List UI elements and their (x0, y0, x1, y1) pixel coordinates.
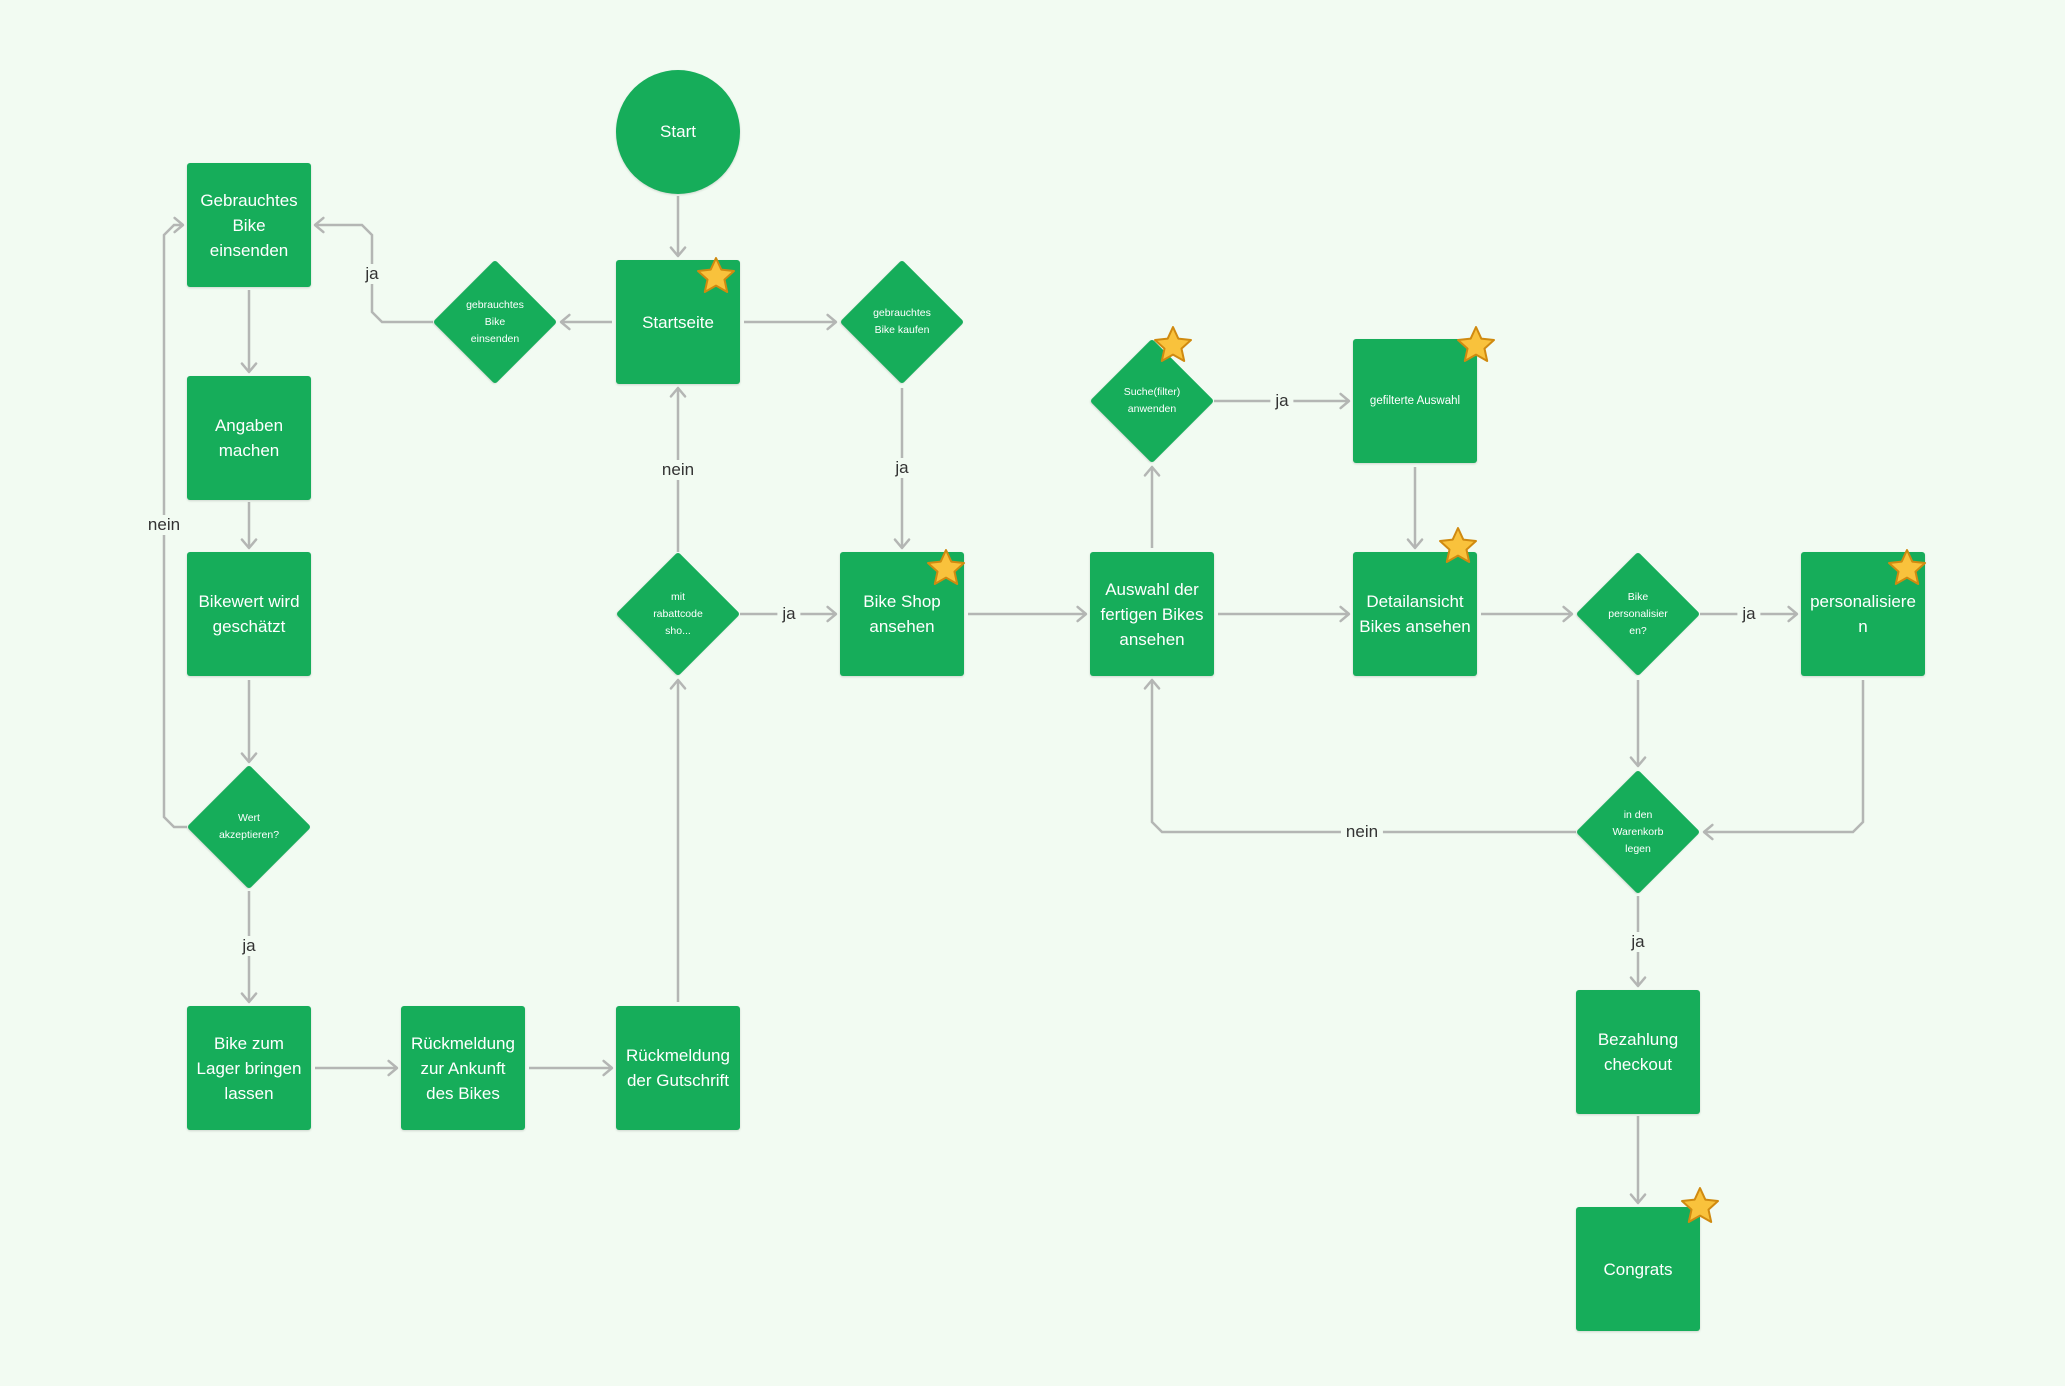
congrats-node[interactable]: Congrats (1576, 1207, 1700, 1331)
edge-label-kaufen-ja: ja (890, 458, 914, 478)
edge-label-suche-ja: ja (1270, 391, 1294, 411)
decision-bike-personalisieren-label: Bike personalisieren? (1608, 590, 1668, 637)
rueckmeldung-gutschrift-node[interactable]: Rückmeldung der Gutschrift (616, 1006, 740, 1130)
edge-label-akzeptieren-ja: ja (237, 936, 261, 956)
congrats-label: Congrats (1603, 1259, 1673, 1279)
edge-label-personalisieren-ja: ja (1737, 604, 1761, 624)
detailansicht-bikes-label: Detailansicht Bikes ansehen (1359, 592, 1471, 636)
star-icon (1888, 549, 1926, 585)
edge-einsenden-gebraucht-arrowhead (313, 216, 325, 234)
edge-auswahl-suche-arrowhead (1143, 465, 1161, 477)
decision-warenkorb-legen[interactable]: in den Warenkorb legen (1575, 769, 1701, 895)
startseite-label: Startseite (642, 312, 714, 332)
decision-mit-rabattcode[interactable]: mit rabattcode sho... (615, 551, 741, 677)
edge-rabatt-startseite-arrowhead (669, 386, 687, 398)
decision-wert-akzeptieren-label: Wert akzeptieren? (218, 812, 280, 841)
decision-gebraucht-einsenden-label: gebrauchtes Bike einsenden (466, 298, 524, 345)
decision-mit-rabattcode-label: mit rabattcode sho... (653, 590, 703, 637)
edge-ankunft-gutschrift-arrowhead (602, 1059, 614, 1077)
edge-suche-gefiltert-arrowhead (1339, 392, 1351, 410)
star-icon (697, 257, 735, 293)
edge-warenkorb-bezahlung-arrowhead (1629, 976, 1647, 988)
edge-label-rabatt-ja: ja (777, 604, 801, 624)
star-icon (1457, 326, 1495, 362)
bike-shop-ansehen-label: Bike Shop ansehen (863, 592, 941, 636)
rueckmeldung-ankunft-node[interactable]: Rückmeldung zur Ankunft des Bikes (401, 1006, 525, 1130)
edge-bezahlung-congrats-arrowhead (1629, 1193, 1647, 1205)
edge-startseite-einsenden-arrowhead (559, 313, 571, 331)
star-icon (1681, 1187, 1719, 1223)
edge-akzeptieren-lager-arrowhead (240, 992, 258, 1004)
edge-bikewert-akzeptieren-arrowhead (240, 752, 258, 764)
edge-auswahl-detail-arrowhead (1339, 605, 1351, 623)
edge-kaufen-shop-arrowhead (893, 538, 911, 550)
auswahl-fertigen-bikes-node[interactable]: Auswahl der fertigen Bikes ansehen (1090, 552, 1214, 676)
decision-suche-filter-label: Suche(filter) anwenden (1123, 386, 1181, 415)
edge-label-akzeptieren-nein: nein (142, 515, 186, 535)
edge-label-warenkorb-nein: nein (1340, 822, 1384, 842)
edge-gebraucht-angaben-arrowhead (240, 362, 258, 374)
edge-startseite-kaufen-arrowhead (826, 313, 838, 331)
edge-gutschrift-rabatt-arrowhead (669, 678, 687, 690)
edge-personalisieren-warenkorb-arrowhead (1629, 756, 1647, 768)
bikewert-geschaetzt-node[interactable]: Bikewert wird geschätzt (187, 552, 311, 676)
start-node[interactable]: Start (616, 70, 740, 194)
bezahlung-checkout-node[interactable]: Bezahlung checkout (1576, 990, 1700, 1114)
personalisieren-label: personalisieren (1810, 592, 1916, 636)
rueckmeldung-ankunft-label: Rückmeldung zur Ankunft des Bikes (411, 1033, 515, 1103)
decision-gebraucht-einsenden[interactable]: gebrauchtes Bike einsenden (432, 259, 558, 385)
edge-akzeptieren-gebraucht-arrowhead (173, 216, 185, 234)
star-icon (1154, 326, 1192, 362)
decision-suche-filter[interactable]: Suche(filter) anwenden (1089, 338, 1215, 464)
decision-wert-akzeptieren[interactable]: Wert akzeptieren? (186, 764, 312, 890)
bikewert-geschaetzt-label: Bikewert wird geschätzt (198, 592, 300, 636)
edge-personalisieren-person-arrowhead (1787, 605, 1799, 623)
edge-person-warenkorb-arrowhead (1702, 823, 1714, 841)
edge-lager-ankunft-arrowhead (387, 1059, 399, 1077)
edge-shop-auswahl-arrowhead (1076, 605, 1088, 623)
edge-label-rabatt-nein: nein (656, 460, 700, 480)
rueckmeldung-gutschrift-label: Rückmeldung der Gutschrift (626, 1046, 730, 1090)
decision-gebraucht-kaufen-label: gebrauchtes Bike kaufen (873, 307, 931, 336)
edge-start-startseite-arrowhead (669, 246, 687, 258)
gebrauchtes-bike-einsenden-node[interactable]: Gebrauchtes Bike einsenden (187, 163, 311, 287)
star-icon (1439, 527, 1477, 563)
decision-gebraucht-kaufen[interactable]: gebrauchtes Bike kaufen (839, 259, 965, 385)
gefilterte-auswahl-label: gefilterte Auswahl (1369, 395, 1461, 407)
decision-warenkorb-legen-label: in den Warenkorb legen (1612, 808, 1664, 855)
decision-bike-personalisieren[interactable]: Bike personalisieren? (1575, 551, 1701, 677)
edge-warenkorb-auswahl-arrowhead (1143, 678, 1161, 690)
auswahl-fertigen-bikes-label: Auswahl der fertigen Bikes ansehen (1100, 579, 1204, 649)
star-icon (927, 549, 965, 585)
edge-detail-personalisieren-arrowhead (1562, 605, 1574, 623)
edge-person-warenkorb (1704, 680, 1865, 834)
bike-zum-lager-label: Bike zum Lager bringen lassen (196, 1033, 302, 1103)
gefilterte-auswahl-node[interactable]: gefilterte Auswahl (1353, 339, 1477, 463)
edge-rabatt-shop-arrowhead (826, 605, 838, 623)
bike-zum-lager-node[interactable]: Bike zum Lager bringen lassen (187, 1006, 311, 1130)
gebrauchtes-bike-einsenden-label: Gebrauchtes Bike einsenden (200, 190, 298, 260)
edge-gefiltert-detail-arrowhead (1406, 538, 1424, 550)
start-label: Start (660, 122, 696, 141)
edge-label-warenkorb-ja: ja (1626, 932, 1650, 952)
edge-label-einsenden-ja: ja (360, 264, 384, 284)
bezahlung-checkout-label: Bezahlung checkout (1597, 1030, 1679, 1074)
angaben-machen-label: Angaben machen (214, 416, 284, 460)
angaben-machen-node[interactable]: Angaben machen (187, 376, 311, 500)
edge-angaben-bikewert-arrowhead (240, 538, 258, 550)
detailansicht-bikes-node[interactable]: Detailansicht Bikes ansehen (1353, 552, 1477, 676)
edge-warenkorb-auswahl (1150, 680, 1576, 834)
